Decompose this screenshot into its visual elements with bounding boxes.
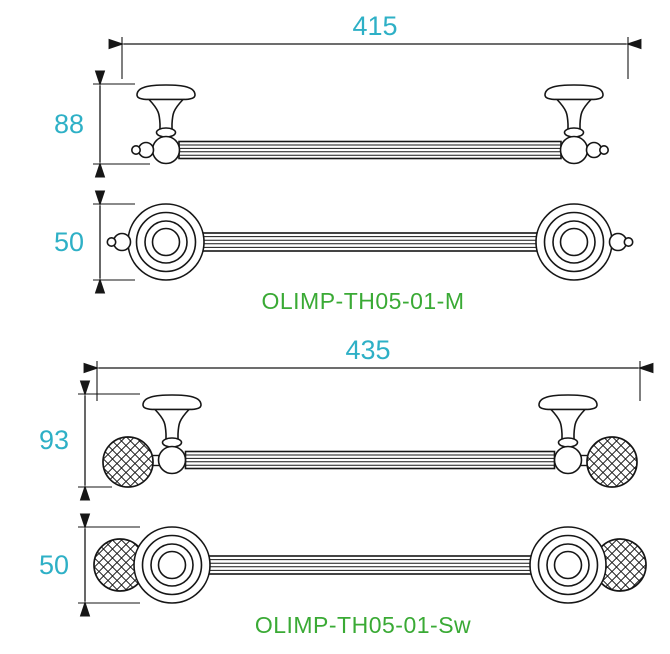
- end-knob-right: [608, 232, 634, 252]
- end-knob-right: [585, 141, 610, 159]
- wall-rosette-right: [535, 203, 613, 281]
- crystal-ball-left: [102, 436, 154, 488]
- dimension-height-front-product1: 50: [54, 190, 135, 294]
- towel-bar-front-view-product2: [93, 526, 647, 604]
- bar-rod: [178, 140, 562, 160]
- dimension-height-side-product2: 93: [39, 380, 140, 501]
- dimension-height-front-value-product1: 50: [54, 227, 84, 257]
- product2-drawing: 435: [39, 335, 654, 638]
- wall-rosette-left: [133, 526, 211, 604]
- product1-drawing: 415 88: [54, 11, 642, 314]
- bar-rod: [165, 232, 575, 252]
- dimension-height-side-product1: 88: [54, 70, 150, 178]
- bar-rod: [171, 555, 569, 575]
- crystal-ball-right: [586, 436, 638, 488]
- dimension-height-side-value-product1: 88: [54, 109, 84, 139]
- product2-model-label: OLIMP-TH05-01-Sw: [255, 612, 471, 638]
- wall-rosette-left: [127, 203, 205, 281]
- dimension-width-value-product1: 415: [352, 11, 397, 41]
- product1-model-label: OLIMP-TH05-01-M: [261, 288, 464, 314]
- dimension-height-front-product2: 50: [39, 513, 140, 617]
- dimension-height-front-value-product2: 50: [39, 550, 69, 580]
- end-knob-left: [106, 232, 132, 252]
- crystal-ball-right: [593, 538, 647, 592]
- crystal-ball-left: [93, 538, 147, 592]
- towel-bar-side-view-product1: [131, 84, 610, 165]
- towel-bar-side-view-product2: [102, 394, 638, 488]
- dimension-height-side-value-product2: 93: [39, 425, 69, 455]
- dimension-width-value-product2: 435: [345, 335, 390, 365]
- dimension-width-product2: 435: [83, 335, 654, 401]
- bar-rod: [184, 450, 556, 470]
- wall-rosette-right: [529, 526, 607, 604]
- end-knob-left: [131, 141, 155, 159]
- dimension-width-product1: 415: [108, 11, 642, 79]
- towel-bar-front-view-product1: [106, 203, 634, 281]
